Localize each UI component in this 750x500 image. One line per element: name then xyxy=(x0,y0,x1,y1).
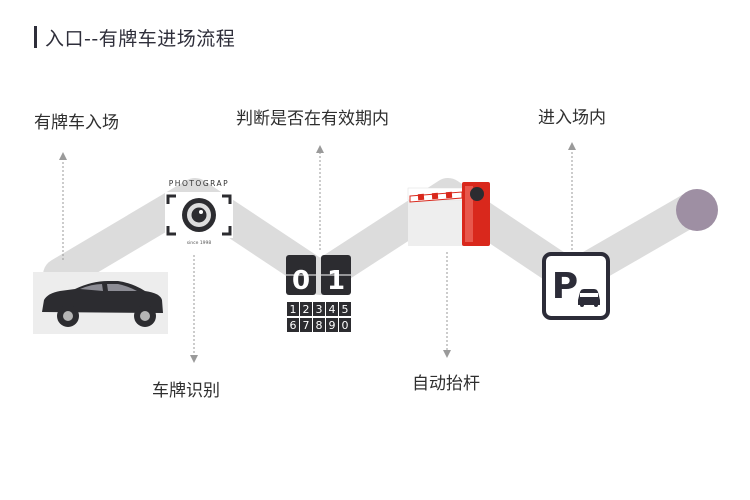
flip-small-tile xyxy=(313,318,325,332)
step-label-validity-check: 判断是否在有效期内 xyxy=(236,109,389,129)
flip-small-digit: 4 xyxy=(329,303,336,316)
flip-digit-1: 1 xyxy=(327,266,345,296)
flip-small-tile xyxy=(287,318,299,332)
path-end-dot xyxy=(676,189,718,231)
flip-digit-0: 0 xyxy=(292,266,310,296)
page-title: 入口--有牌车进场流程 xyxy=(45,28,236,50)
barrier-gate-icon xyxy=(407,182,490,246)
flip-small-tile xyxy=(300,318,312,332)
step-label-enter-lot: 进入场内 xyxy=(538,108,606,128)
car-icon xyxy=(33,272,168,334)
parking-icon: P xyxy=(542,252,610,320)
title-accent-bar xyxy=(34,26,37,48)
flip-small-tile xyxy=(339,318,351,332)
step-label-auto-barrier: 自动抬杆 xyxy=(412,374,480,394)
flip-small-digit: 1 xyxy=(290,303,297,316)
step-label-plate-recognition: 车牌识别 xyxy=(152,381,220,401)
flip-small-digit: 8 xyxy=(316,319,323,332)
parking-letter: P xyxy=(552,266,578,307)
flip-small-tile xyxy=(287,302,299,316)
flip-small-digit: 9 xyxy=(329,319,336,332)
flip-small-tile xyxy=(300,302,312,316)
flip-small-digit: 2 xyxy=(303,303,310,316)
flip-small-digit: 0 xyxy=(342,319,349,332)
flip-small-digit: 5 xyxy=(342,303,349,316)
arrows xyxy=(62,150,573,355)
flip-small-tile xyxy=(313,302,325,316)
flip-small-tile xyxy=(326,302,338,316)
flip-small-tile xyxy=(326,318,338,332)
camera-brand-text: PHOTOGRAP xyxy=(169,179,229,188)
flip-small-digit: 3 xyxy=(316,303,323,316)
flip-small-digit: 6 xyxy=(290,319,297,332)
camera-since-text: since 1998 xyxy=(187,240,212,246)
camera-icon: PHOTOGRAP since 1998 xyxy=(165,179,233,246)
flip-small-tile xyxy=(339,302,351,316)
flip-small-digit: 7 xyxy=(303,319,310,332)
step-label-car-entry: 有牌车入场 xyxy=(34,113,119,133)
